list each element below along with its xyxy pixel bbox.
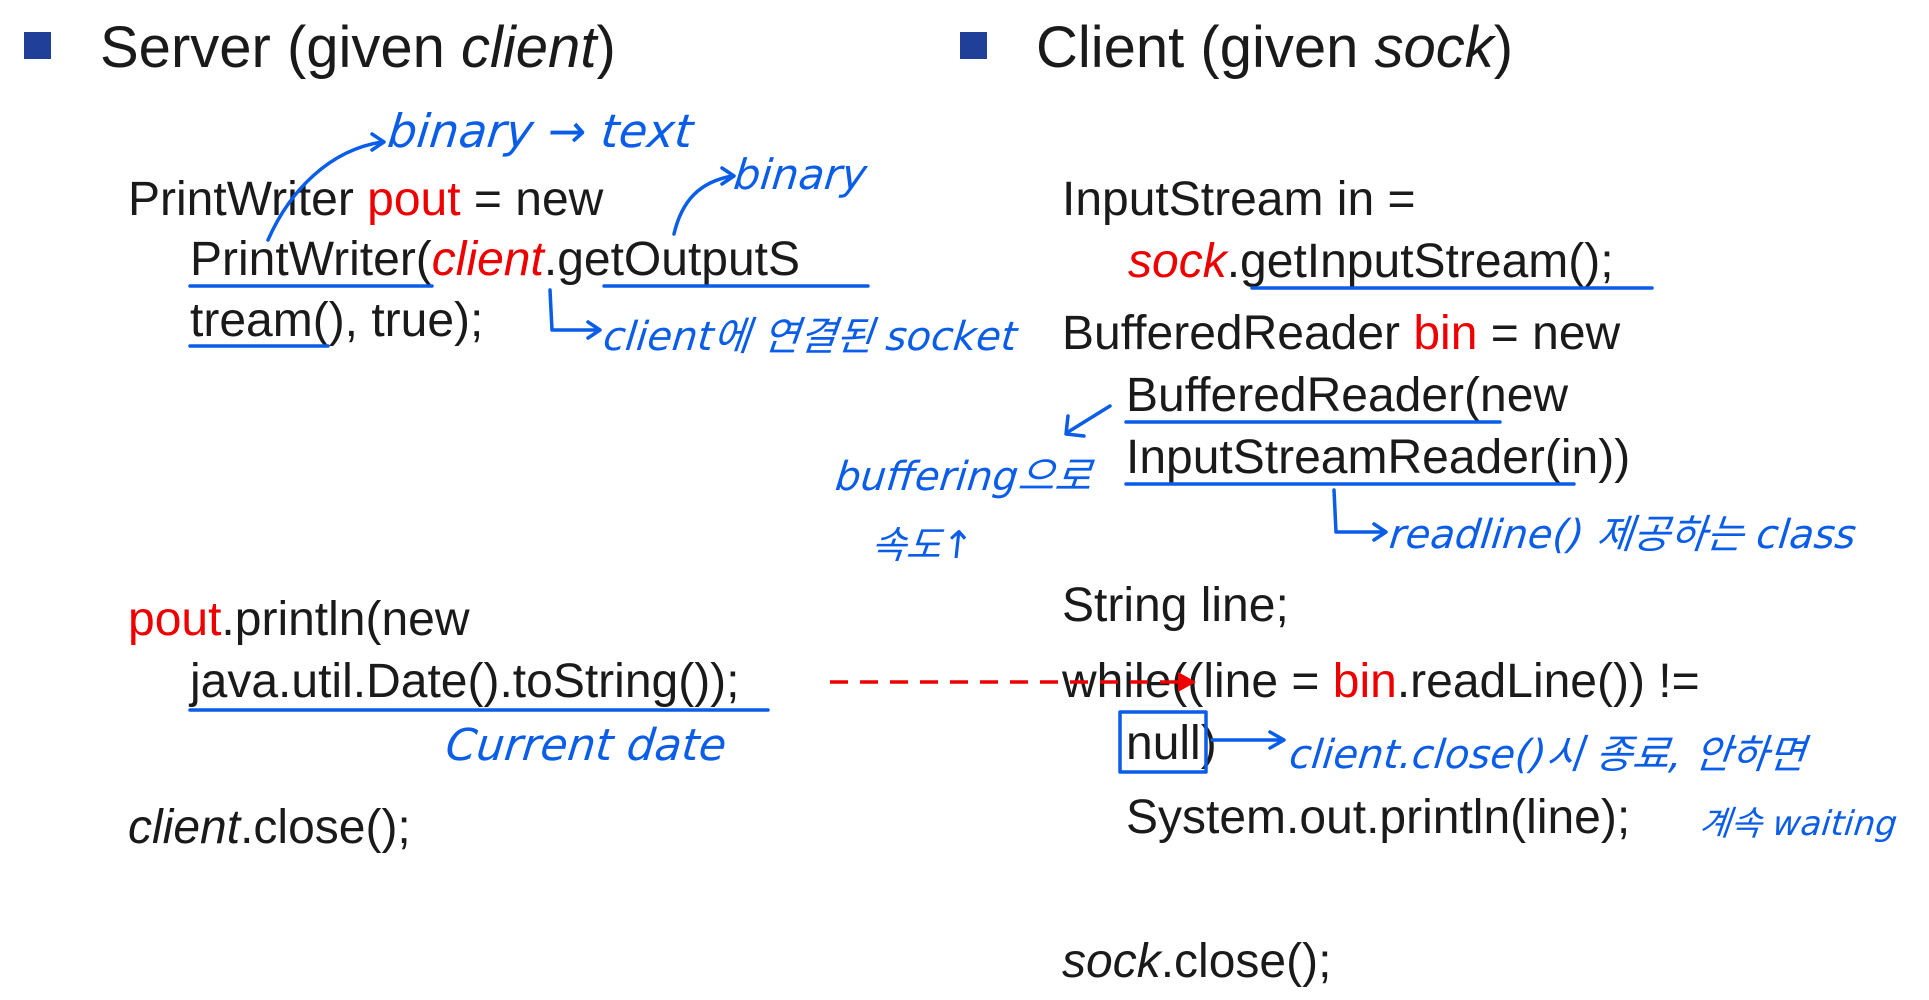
client-string-line: String line; bbox=[1062, 578, 1289, 634]
server-heading: Server (given client) bbox=[100, 16, 616, 80]
server-tream: tream bbox=[190, 294, 313, 347]
client-bufferedreader-class: BufferedReader bbox=[1126, 369, 1465, 422]
client-null-line: null) bbox=[1126, 716, 1217, 772]
client-isr-rest: (in)) bbox=[1544, 431, 1631, 484]
arrow-client-socket bbox=[548, 288, 600, 332]
client-br-line-3: InputStreamReader(in)) bbox=[1126, 430, 1630, 486]
client-while-a: while((line = bbox=[1062, 655, 1333, 708]
client-heading: Client (given sock) bbox=[1036, 16, 1513, 80]
client-bin-var: bin bbox=[1413, 307, 1478, 360]
server-line3-rest: (), true); bbox=[312, 294, 484, 347]
client-string-decl: String line; bbox=[1062, 579, 1289, 632]
client-sock-var: sock bbox=[1128, 235, 1227, 288]
client-in-line-1: InputStream in = bbox=[1062, 172, 1416, 228]
server-bullet-icon bbox=[24, 32, 51, 59]
client-heading-var: sock bbox=[1374, 15, 1494, 80]
client-br-paren: (new bbox=[1464, 369, 1569, 422]
annotation-buffering-1: buffering으로 bbox=[833, 454, 1095, 500]
server-paren: ( bbox=[415, 233, 432, 286]
server-printwriter-class: PrintWriter bbox=[190, 233, 416, 286]
server-close-line: client.close(); bbox=[128, 800, 411, 856]
annotation-binary: binary bbox=[731, 150, 870, 199]
client-sysout: System.out.println(line); bbox=[1126, 791, 1631, 844]
annotation-client-socket: client에 연결된 socket bbox=[601, 314, 1020, 360]
client-heading-suffix: ) bbox=[1493, 15, 1514, 80]
annotation-client-close: client.close()시 종료, 안하면 bbox=[1287, 732, 1808, 778]
client-br-a: BufferedReader bbox=[1062, 307, 1414, 360]
server-print-line-1: pout.println(new bbox=[128, 592, 470, 648]
client-in-decl: InputStream in = bbox=[1062, 173, 1416, 226]
server-print-line-2: java.util.Date().toString()); bbox=[190, 654, 740, 710]
client-close-var: sock bbox=[1062, 935, 1161, 988]
server-line-2: PrintWriter(client.getOutputS bbox=[190, 232, 800, 288]
server-line-1: PrintWriter pout = new bbox=[128, 172, 603, 228]
client-isr-class: InputStreamReader bbox=[1126, 431, 1545, 484]
server-pout-var: pout bbox=[367, 173, 461, 226]
client-in-line-2: sock.getInputStream(); bbox=[1128, 234, 1614, 290]
annotation-binary-text: binary → text bbox=[385, 104, 696, 158]
server-line1-b: = new bbox=[460, 173, 604, 226]
client-close-rest: .close(); bbox=[1160, 935, 1332, 988]
arrow-buffering bbox=[1066, 404, 1112, 434]
client-in-dot: . bbox=[1226, 235, 1241, 288]
client-null-close: ) bbox=[1200, 717, 1217, 770]
annotation-current-date: Current date bbox=[443, 720, 729, 771]
client-bullet-icon bbox=[960, 32, 987, 59]
server-heading-prefix: Server (given bbox=[100, 15, 462, 80]
client-br-line-2: BufferedReader(new bbox=[1126, 368, 1568, 424]
server-print-var: pout bbox=[128, 593, 222, 646]
server-close-rest: .close(); bbox=[240, 801, 411, 854]
annotation-buffering-2: 속도↑ bbox=[869, 523, 976, 567]
server-client-var: client bbox=[431, 233, 544, 286]
client-br-line-1: BufferedReader bin = new bbox=[1062, 306, 1620, 362]
client-br-b: = new bbox=[1477, 307, 1621, 360]
server-line-3: tream(), true); bbox=[190, 293, 483, 349]
client-in-end: ; bbox=[1600, 235, 1614, 288]
client-close-line: sock.close(); bbox=[1062, 934, 1331, 990]
client-while-bin-var: bin bbox=[1332, 655, 1397, 708]
server-heading-suffix: ) bbox=[596, 15, 616, 80]
server-date-call: java.util.Date().toString()); bbox=[190, 655, 740, 708]
server-heading-var: client bbox=[461, 15, 597, 80]
server-dot: . bbox=[543, 233, 558, 286]
server-getoutputs: getOutputS bbox=[557, 233, 801, 286]
curve-binary bbox=[672, 174, 734, 236]
client-while-line: while((line = bin.readLine()) != bbox=[1062, 654, 1700, 710]
annotation-readline-class: readline() 제공하는 class bbox=[1387, 512, 1859, 558]
server-line1-a: PrintWriter bbox=[128, 173, 368, 226]
client-heading-prefix: Client (given bbox=[1036, 15, 1375, 80]
server-print-rest: .println(new bbox=[221, 593, 470, 646]
client-null-word: null bbox=[1126, 717, 1201, 770]
arrow-readline bbox=[1332, 488, 1386, 534]
client-getinputstream: getInputStream() bbox=[1240, 235, 1601, 288]
server-close-var: client bbox=[128, 801, 241, 854]
client-sysout-line: System.out.println(line); bbox=[1126, 790, 1630, 846]
client-while-b: .readLine()) != bbox=[1396, 655, 1700, 708]
annotation-waiting: 계속 waiting bbox=[1697, 804, 1900, 844]
